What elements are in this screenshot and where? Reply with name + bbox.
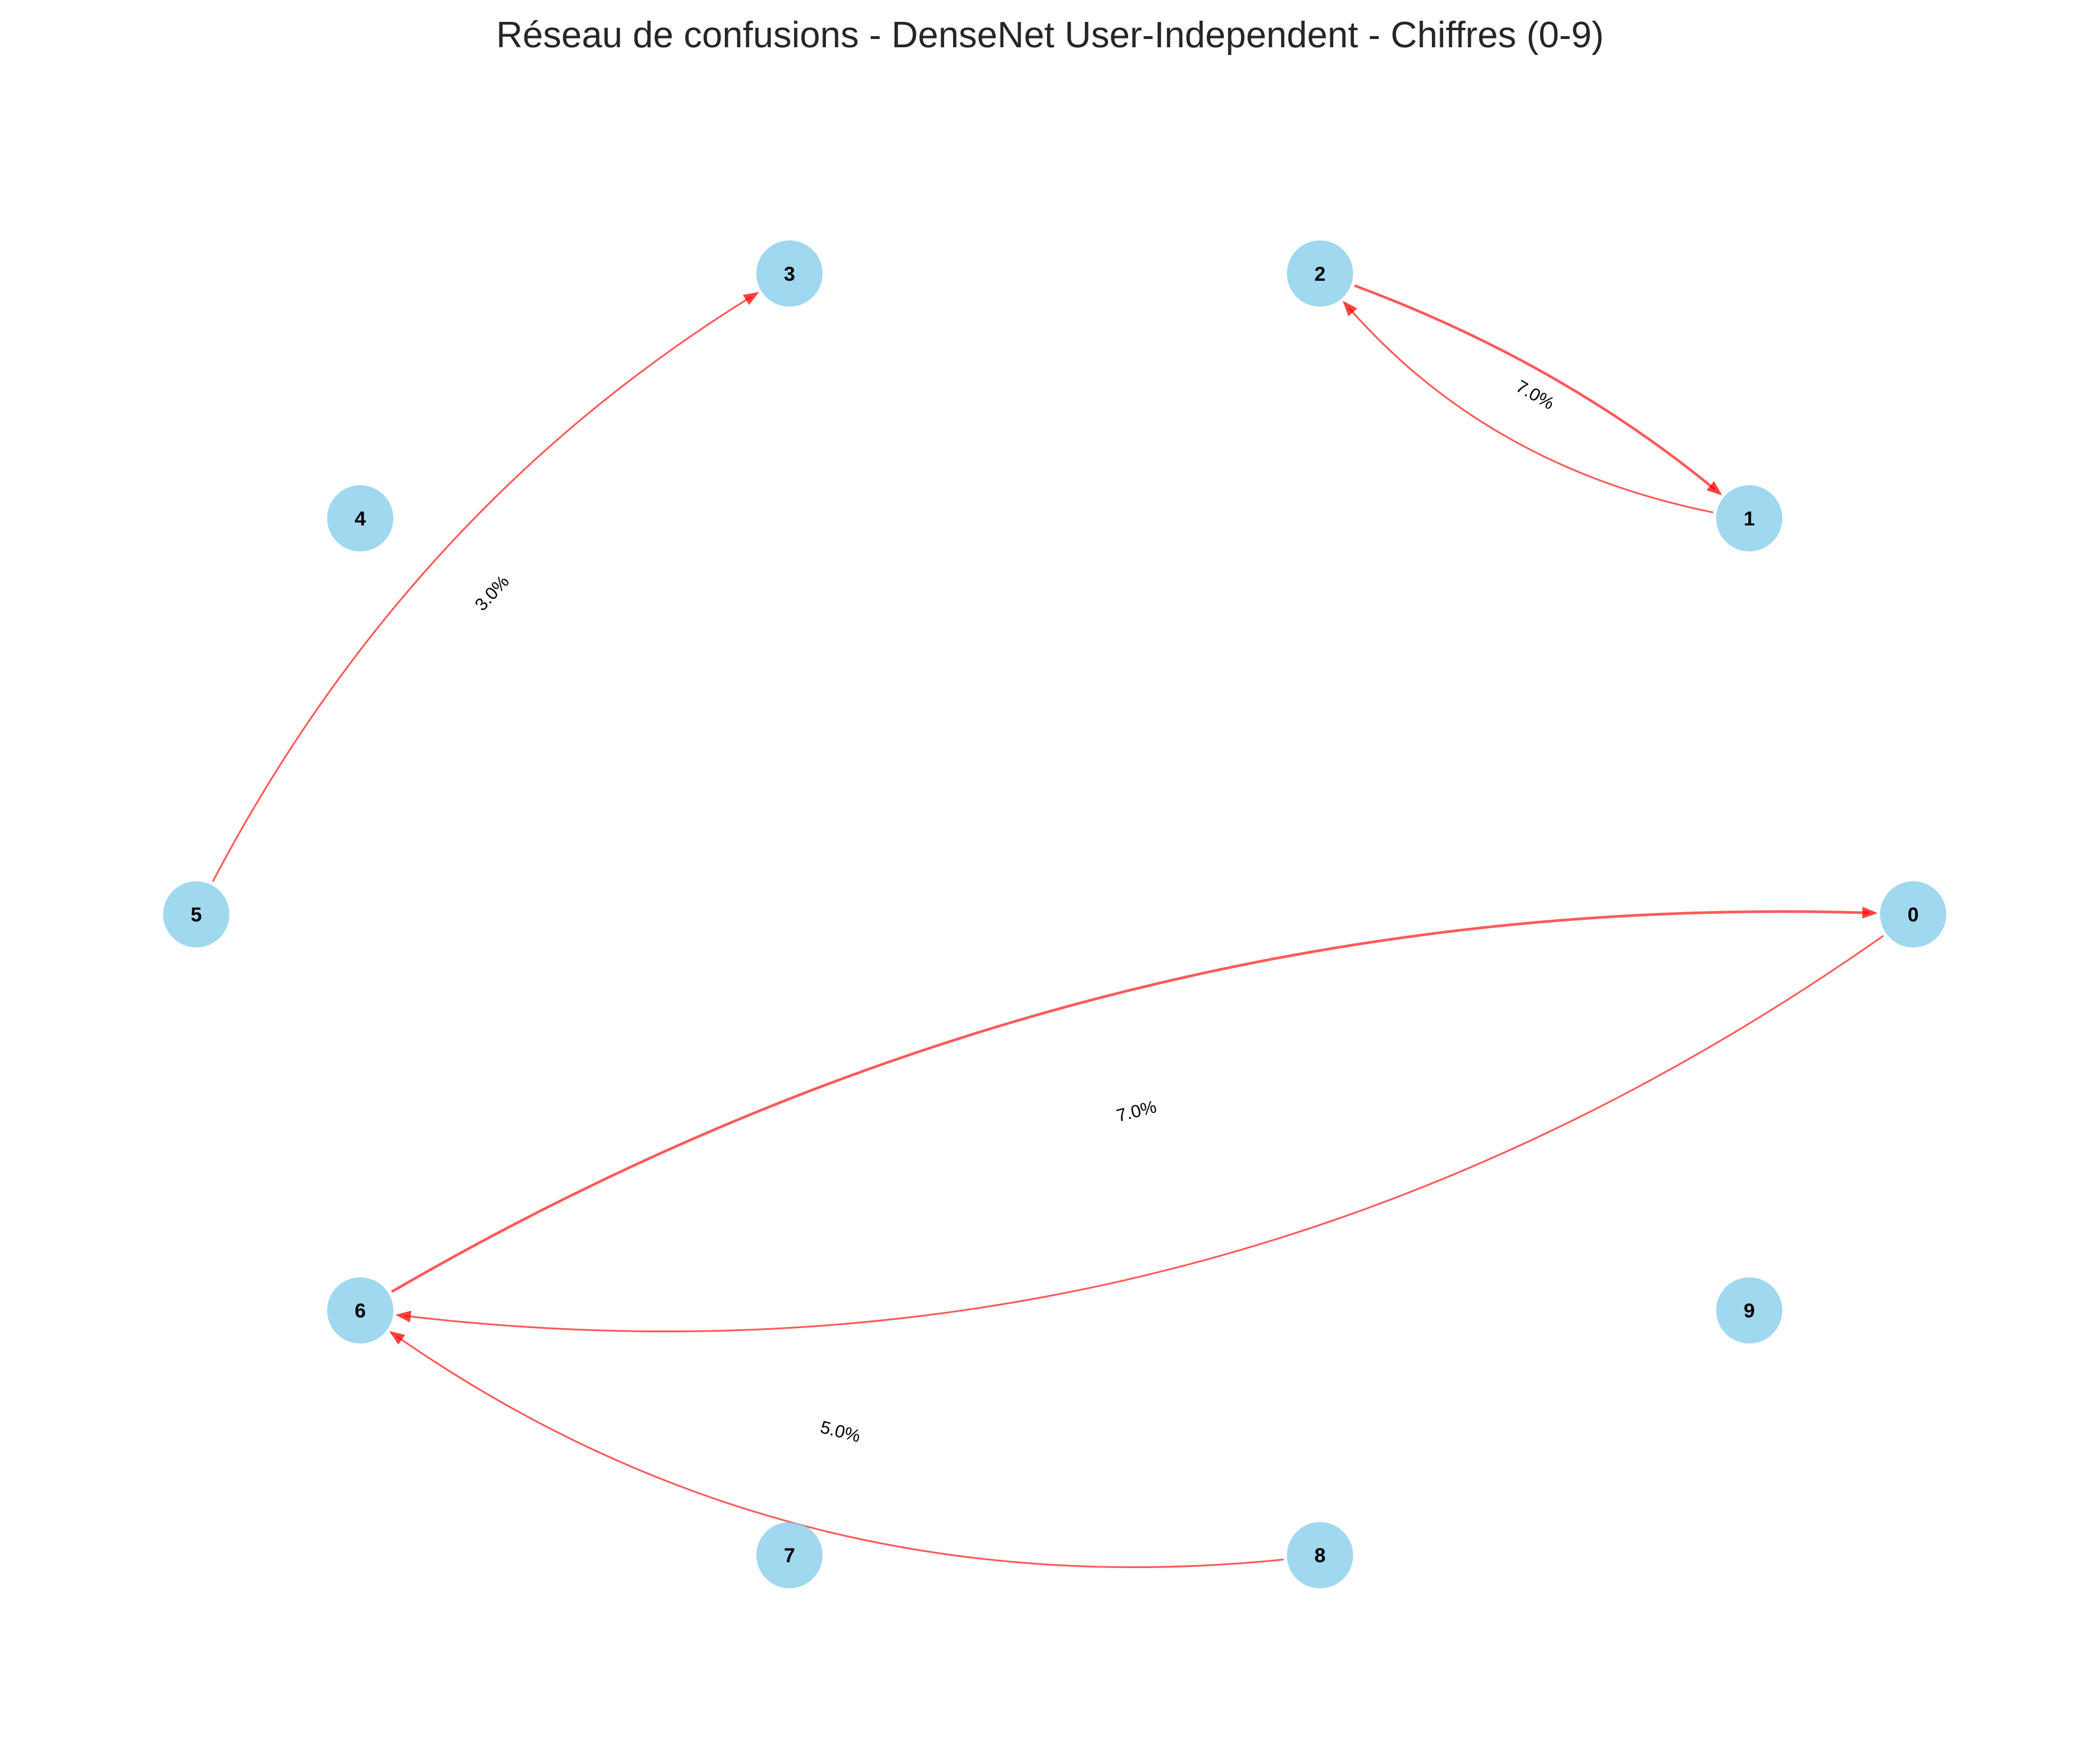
nodes-layer: 0 1 2 3 4 5 6 7 8 9 — [163, 240, 1946, 1589]
node-2: 2 — [1286, 240, 1353, 307]
node-5: 5 — [163, 881, 229, 947]
edge-label-2-to-1: 7.0% — [1513, 377, 1558, 414]
node-circle-8 — [1286, 1522, 1353, 1589]
arrowhead-6-to-0 — [1862, 907, 1878, 919]
node-1: 1 — [1716, 485, 1783, 551]
edge-labels-layer: 7.0% 3.0% 7.0% 5.0% — [471, 377, 1557, 1446]
edge-5-to-3 — [212, 296, 752, 882]
edge-label-8-to-6: 5.0% — [818, 1417, 862, 1446]
node-label-9: 9 — [1743, 1300, 1755, 1322]
node-label-5: 5 — [191, 904, 202, 926]
edge-1-to-2 — [1348, 307, 1713, 514]
node-label-3: 3 — [784, 263, 795, 285]
node-4: 4 — [327, 485, 394, 551]
node-circle-9 — [1716, 1277, 1783, 1344]
edge-8-to-6 — [396, 1335, 1284, 1569]
arrowhead-2-to-1 — [1706, 481, 1722, 496]
edge-label-6-to-0: 7.0% — [1114, 1097, 1158, 1126]
node-label-6: 6 — [355, 1300, 366, 1322]
figure-title: Réseau de confusions - DenseNet User-Ind… — [496, 15, 1604, 56]
node-0: 0 — [1880, 881, 1946, 947]
edge-0-to-6 — [404, 934, 1884, 1332]
node-label-8: 8 — [1314, 1544, 1326, 1567]
node-circle-1 — [1716, 485, 1783, 551]
node-8: 8 — [1286, 1522, 1353, 1589]
node-circle-5 — [163, 881, 229, 947]
arrowhead-8-to-6 — [389, 1330, 406, 1345]
node-9: 9 — [1716, 1277, 1783, 1344]
edge-6-to-0 — [391, 910, 1869, 1293]
edge-label-5-to-3: 3.0% — [471, 572, 513, 615]
node-label-7: 7 — [784, 1544, 795, 1567]
edges-layer — [212, 284, 1884, 1569]
arrowhead-1-to-2 — [1343, 300, 1357, 317]
node-circle-3 — [756, 240, 823, 307]
node-label-1: 1 — [1743, 508, 1755, 530]
node-3: 3 — [756, 240, 823, 307]
node-circle-0 — [1880, 881, 1946, 947]
node-label-2: 2 — [1314, 263, 1326, 285]
arrowhead-0-to-6 — [395, 1310, 411, 1323]
node-circle-2 — [1286, 240, 1353, 307]
node-circle-7 — [756, 1522, 823, 1589]
arrowhead-5-to-3 — [743, 291, 759, 306]
edge-2-to-1 — [1354, 284, 1716, 491]
node-6: 6 — [327, 1277, 394, 1344]
node-circle-6 — [327, 1277, 394, 1344]
node-circle-4 — [327, 485, 394, 551]
node-label-4: 4 — [355, 508, 366, 530]
node-label-0: 0 — [1908, 904, 1919, 926]
node-7: 7 — [756, 1522, 823, 1589]
